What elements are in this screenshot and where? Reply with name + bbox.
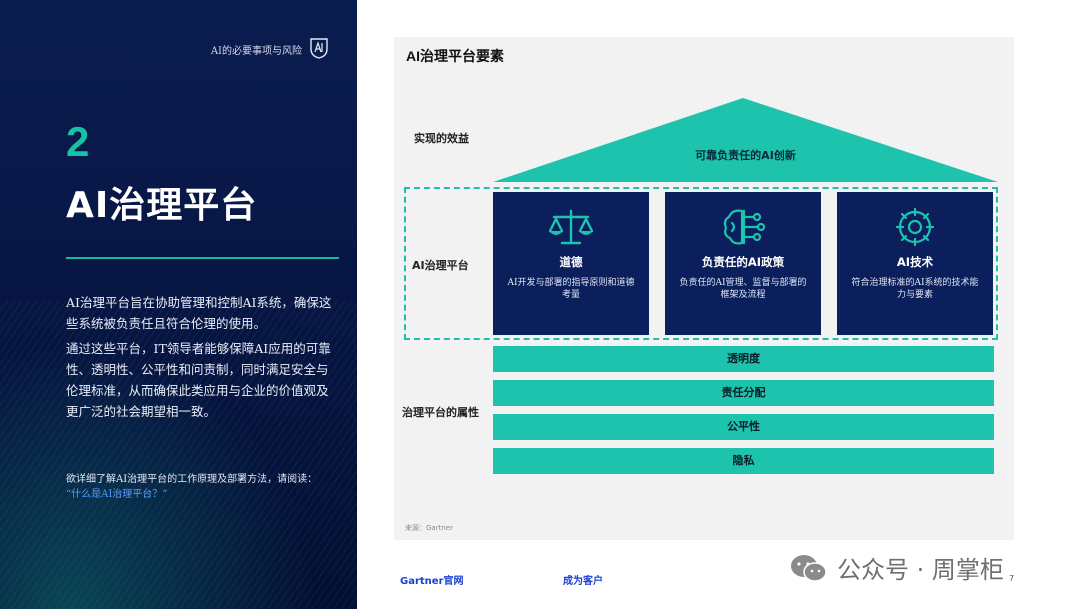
decorative-glow <box>0 300 357 609</box>
attribute-bar-fairness: 公平性 <box>493 414 994 440</box>
pillar-ai-technology: AI技术 符合治理标准的AI系统的技术能力与要素 <box>837 192 993 335</box>
wechat-icon <box>791 554 827 582</box>
read-more: 欲详细了解AI治理平台的工作原理及部署方法，请阅读： “什么是AI治理平台？” <box>66 472 341 502</box>
pillar-title: 负责任的AI政策 <box>701 255 785 269</box>
attribute-bar-transparency: 透明度 <box>493 346 994 372</box>
pillar-desc: 负责任的AI管理、监督与部署的框架及流程 <box>679 278 807 300</box>
become-client-link[interactable]: 成为客户 <box>563 576 603 587</box>
source-note: 来源：Gartner <box>405 524 453 532</box>
pillar-title: 道德 <box>559 255 583 269</box>
pillar-desc: AI开发与部署的指导原则和道德考量 <box>507 278 635 300</box>
brain-circuit-icon <box>723 209 766 245</box>
diagram-card: AI治理平台要素 实现的效益 AI治理平台 治理平台的属性 可靠负责任的AI创新… <box>394 37 1014 540</box>
section-title: AI治理平台 <box>66 185 258 226</box>
row-label-attributes: 治理平台的属性 <box>402 406 479 419</box>
section-number: 2 <box>66 118 90 165</box>
pillar-responsible-ai-policy: 负责任的AI政策 负责任的AI管理、监督与部署的框架及流程 <box>665 192 821 335</box>
shield-logo-icon <box>310 38 328 59</box>
balance-scale-icon <box>548 209 594 245</box>
pillar-title: AI技术 <box>896 255 934 269</box>
detail-paragraph: 通过这些平台，IT领导者能够保障AI应用的可靠性、透明性、公平性和问责制，同时满… <box>66 341 331 419</box>
row-label-platform: AI治理平台 <box>412 259 469 272</box>
doc-title: AI的必要事项与风险 <box>210 46 302 57</box>
left-panel: AI的必要事项与风险 2 AI治理平台 AI治理平台旨在协助管理和控制AI系统，… <box>0 0 357 609</box>
section-divider <box>66 257 339 259</box>
watermark: 公众号 · 周掌柜 <box>789 550 1004 585</box>
row-label-benefit: 实现的效益 <box>414 132 469 145</box>
intro-paragraph: AI治理平台旨在协助管理和控制AI系统，确保这些系统被负责任且符合伦理的使用。 <box>66 295 332 331</box>
attribute-bar-accountability: 责任分配 <box>493 380 994 406</box>
gear-circuit-icon <box>895 207 935 247</box>
pillar-ethics: 道德 AI开发与部署的指导原则和道德考量 <box>493 192 649 335</box>
platform-dashed-frame <box>404 187 998 340</box>
gartner-website-link[interactable]: Gartner官网 <box>400 576 464 587</box>
pillar-desc: 符合治理标准的AI系统的技术能力与要素 <box>851 278 979 300</box>
read-more-text: 欲详细了解AI治理平台的工作原理及部署方法，请阅读： <box>66 474 318 485</box>
watermark-text: 公众号 · 周掌柜 <box>837 556 1004 584</box>
page-number: 7 <box>1009 574 1015 583</box>
attribute-bar-privacy: 隐私 <box>493 448 994 474</box>
roof-text: 可靠负责任的AI创新 <box>695 149 796 162</box>
read-more-link[interactable]: “什么是AI治理平台？” <box>66 489 168 500</box>
roof-shape <box>493 98 998 182</box>
diagram-title: AI治理平台要素 <box>406 48 504 64</box>
